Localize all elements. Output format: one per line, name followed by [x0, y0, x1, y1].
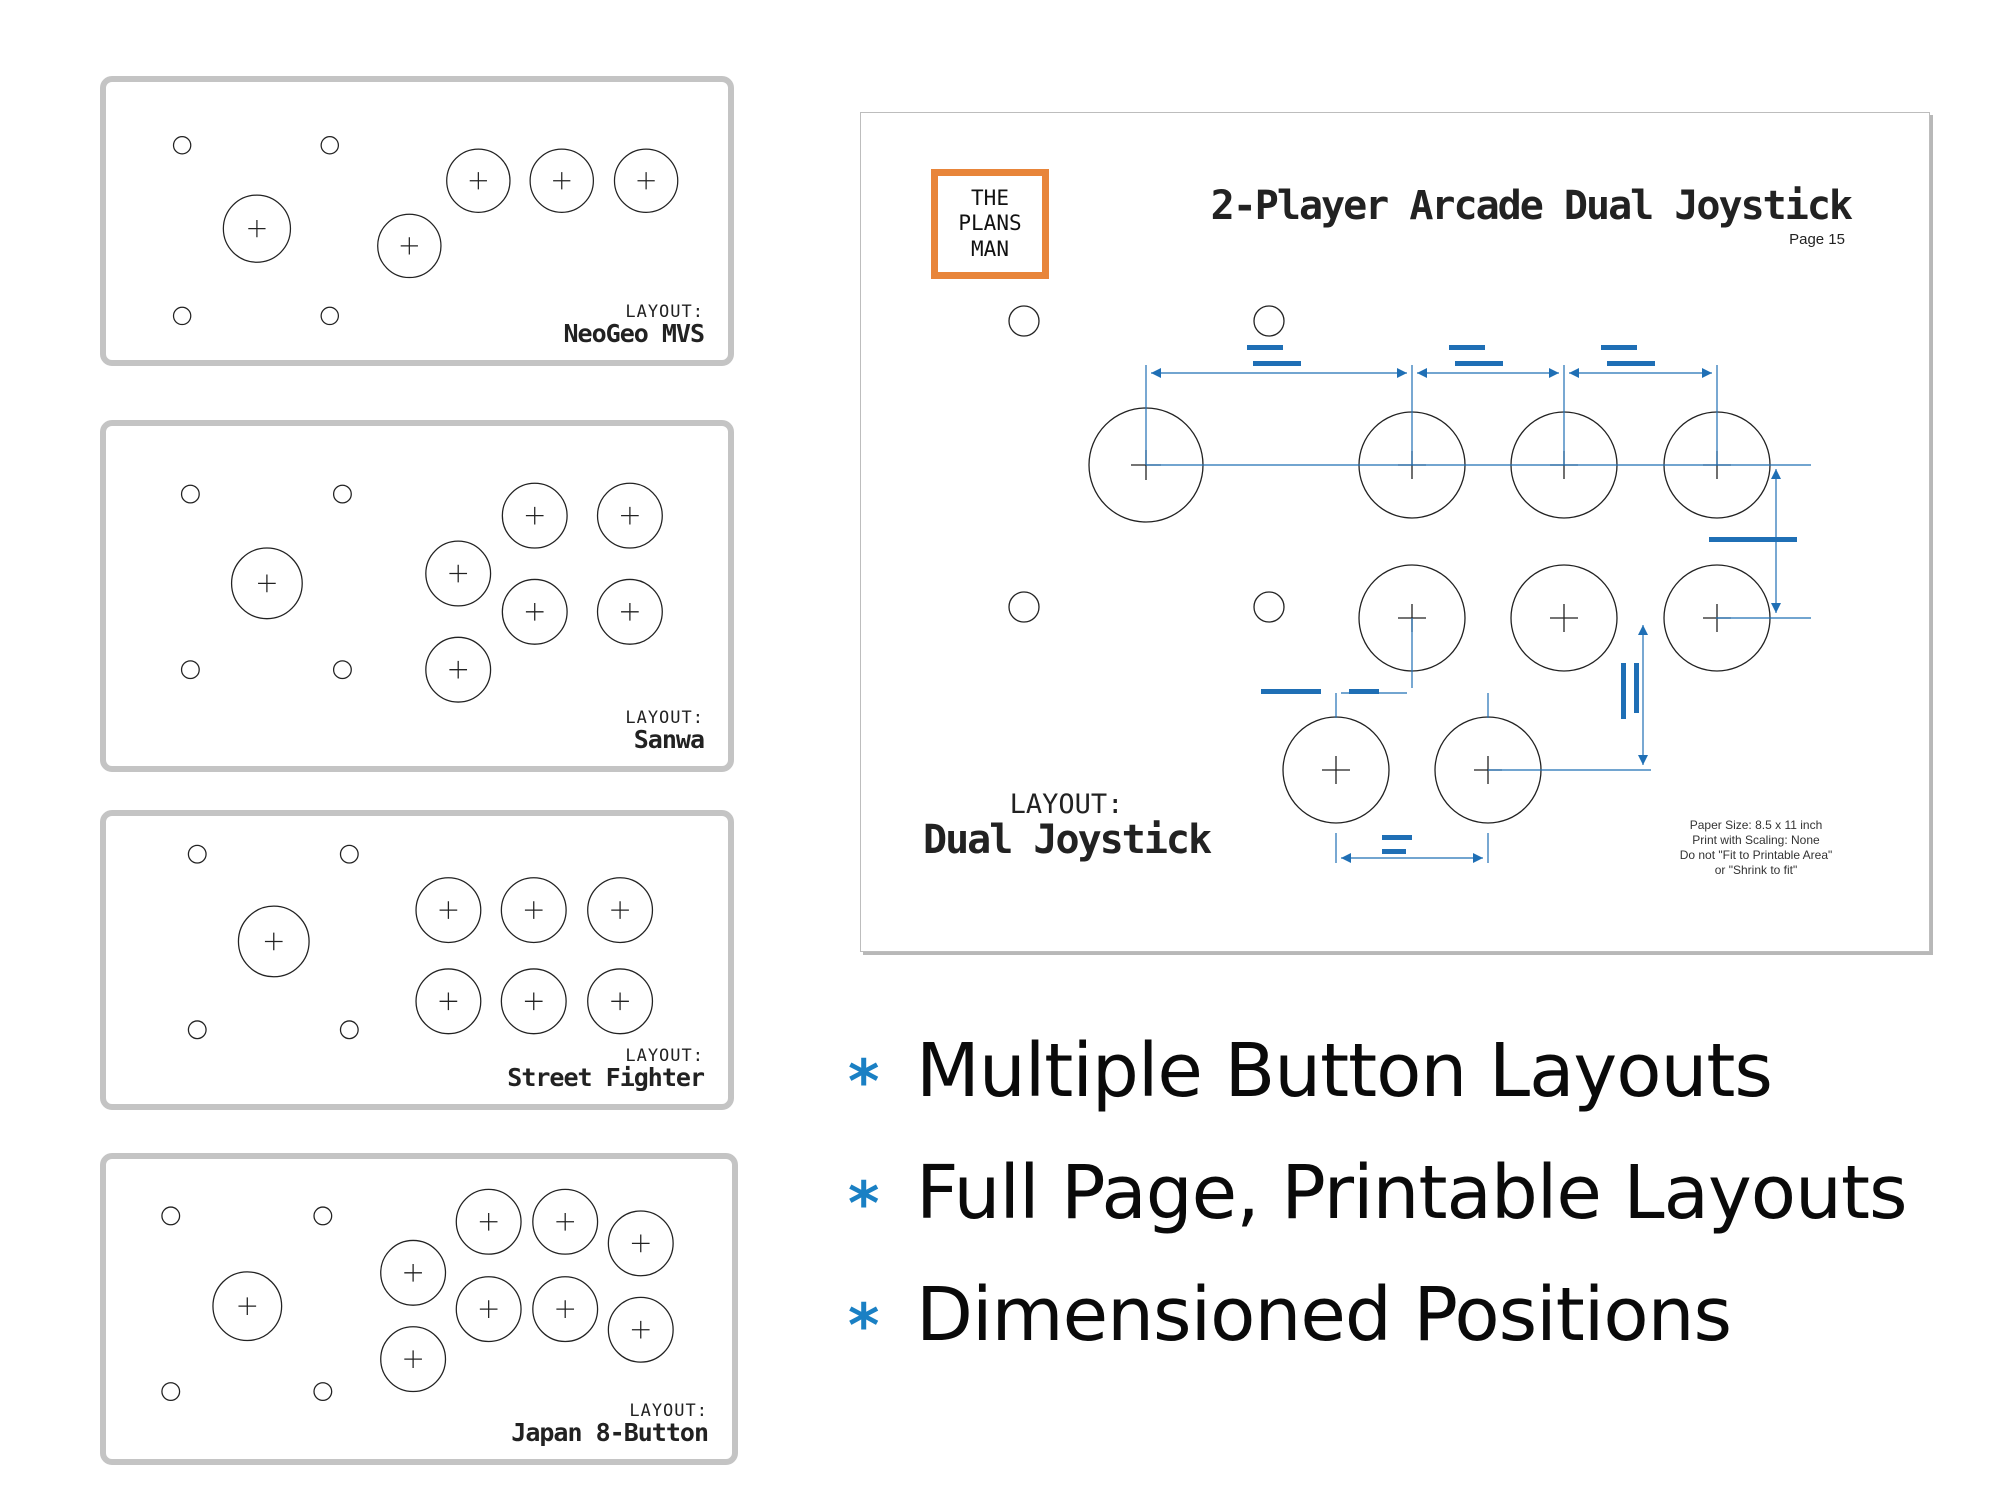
- asterisk-bullet-icon: *: [848, 1169, 880, 1239]
- button-hole: [501, 482, 568, 549]
- button-hole: [415, 877, 482, 944]
- joystick-hole: [1282, 716, 1390, 824]
- joystick-hole: [222, 194, 292, 263]
- button-hole: [425, 636, 492, 703]
- logo-line: THE: [971, 186, 1009, 211]
- button-hole: [380, 1326, 447, 1393]
- layout-caption-name: Japan 8-Button: [511, 1418, 709, 1447]
- print-note: or "Shrink to fit": [1714, 863, 1798, 877]
- mount-hole: [187, 1020, 207, 1040]
- print-note: Print with Scaling: None: [1692, 833, 1820, 847]
- panel-drawing: [161, 1188, 674, 1402]
- button-hole: [455, 1276, 522, 1343]
- layout-caption-name: Dual Joystick: [923, 817, 1212, 864]
- feature-text: Multiple Button Layouts: [916, 1028, 1773, 1114]
- sheet-layout-caption: LAYOUT: Dual Joystick: [923, 789, 1212, 864]
- layout-caption: LAYOUT: Street Fighter: [507, 1046, 705, 1092]
- mount-hole: [1253, 591, 1285, 623]
- print-note: Paper Size: 8.5 x 11 inch: [1689, 818, 1823, 832]
- joystick-hole: [212, 1271, 283, 1342]
- layout-caption-label: LAYOUT:: [625, 302, 704, 322]
- button-hole: [377, 213, 442, 279]
- dimension-lines: [1145, 365, 1811, 863]
- layout-caption: LAYOUT: NeoGeo MVS: [563, 302, 705, 348]
- asterisk-bullet-icon: *: [848, 1047, 880, 1117]
- button-hole: [587, 968, 654, 1035]
- panel-drawing: [180, 482, 663, 703]
- joystick-hole: [237, 905, 310, 978]
- layout-caption-name: Sanwa: [633, 725, 705, 754]
- feature-text: Dimensioned Positions: [916, 1272, 1732, 1358]
- asterisk-bullet-icon: *: [848, 1291, 880, 1361]
- mount-hole: [1253, 305, 1285, 337]
- layout-caption: LAYOUT: Japan 8-Button: [511, 1401, 709, 1447]
- mount-hole: [180, 660, 200, 680]
- layout-caption-label: LAYOUT:: [629, 1401, 708, 1421]
- mount-hole: [161, 1382, 181, 1402]
- sheet-title: 2-Player Arcade Dual Joystick: [1210, 183, 1853, 229]
- sheet-drawing: [1008, 305, 1811, 863]
- mount-hole: [339, 844, 359, 864]
- mount-hole: [332, 484, 352, 504]
- feature-item: * Full Page, Printable Layouts: [848, 1132, 1988, 1254]
- logo-line: PLANS: [958, 211, 1022, 236]
- button-hole: [607, 1296, 674, 1363]
- dimension-arrows: [1151, 368, 1781, 863]
- button-hole: [529, 148, 595, 213]
- print-notes: Paper Size: 8.5 x 11 inch Print with Sca…: [1661, 818, 1851, 878]
- the-plans-man-logo: THE PLANS MAN: [931, 169, 1049, 279]
- button-hole: [596, 578, 663, 645]
- button-hole: [446, 148, 511, 213]
- mount-hole: [320, 306, 340, 326]
- button-hole: [596, 482, 663, 549]
- feature-list: * Multiple Button Layouts * Full Page, P…: [848, 1010, 1988, 1376]
- mount-hole: [332, 660, 352, 680]
- feature-item: * Multiple Button Layouts: [848, 1010, 1988, 1132]
- panel-drawing: [187, 844, 654, 1040]
- printable-sheet: THE PLANS MAN 2-Player Arcade Dual Joyst…: [860, 112, 1930, 952]
- mount-hole: [313, 1382, 333, 1402]
- layout-caption-label: LAYOUT:: [1009, 789, 1124, 820]
- button-hole: [501, 578, 568, 645]
- mount-hole: [1008, 305, 1040, 337]
- mount-hole: [339, 1020, 359, 1040]
- mount-hole: [172, 136, 192, 155]
- mount-hole: [187, 844, 207, 864]
- button-hole: [380, 1239, 447, 1306]
- layout-panel-sanwa: LAYOUT: Sanwa: [100, 420, 734, 772]
- mount-hole: [180, 484, 200, 504]
- mount-hole: [1008, 591, 1040, 623]
- feature-item: * Dimensioned Positions: [848, 1254, 1988, 1376]
- button-hole: [500, 968, 567, 1035]
- button-hole: [500, 877, 567, 944]
- dimension-value-marks: [1247, 345, 1797, 854]
- layout-caption-name: Street Fighter: [507, 1063, 705, 1092]
- mount-hole: [313, 1206, 333, 1226]
- mount-hole: [172, 306, 192, 326]
- button-hole: [425, 540, 492, 607]
- button-hole: [532, 1276, 599, 1343]
- layout-panel-street-fighter: LAYOUT: Street Fighter: [100, 810, 734, 1110]
- layout-caption-label: LAYOUT:: [625, 1046, 704, 1066]
- button-hole: [587, 877, 654, 944]
- layout-caption-name: NeoGeo MVS: [563, 319, 705, 348]
- layout-caption: LAYOUT: Sanwa: [625, 708, 705, 754]
- panel-drawing: [172, 136, 679, 326]
- button-hole: [1510, 564, 1618, 672]
- mount-hole: [320, 136, 340, 155]
- print-note: Do not "Fit to Printable Area": [1679, 848, 1833, 862]
- sheet-page-number: Page 15: [1789, 231, 1845, 248]
- logo-line: MAN: [971, 236, 1009, 261]
- mount-hole: [161, 1206, 181, 1226]
- button-hole: [532, 1188, 599, 1255]
- button-hole: [607, 1210, 674, 1277]
- joystick-hole: [230, 547, 303, 620]
- layout-panel-neogeo-mvs: LAYOUT: NeoGeo MVS: [100, 76, 734, 366]
- layout-panel-japan-8-button: LAYOUT: Japan 8-Button: [100, 1153, 738, 1465]
- feature-text: Full Page, Printable Layouts: [916, 1150, 1908, 1236]
- button-hole: [415, 968, 482, 1035]
- button-hole: [455, 1188, 522, 1255]
- button-hole: [613, 148, 679, 213]
- layout-caption-label: LAYOUT:: [625, 708, 704, 728]
